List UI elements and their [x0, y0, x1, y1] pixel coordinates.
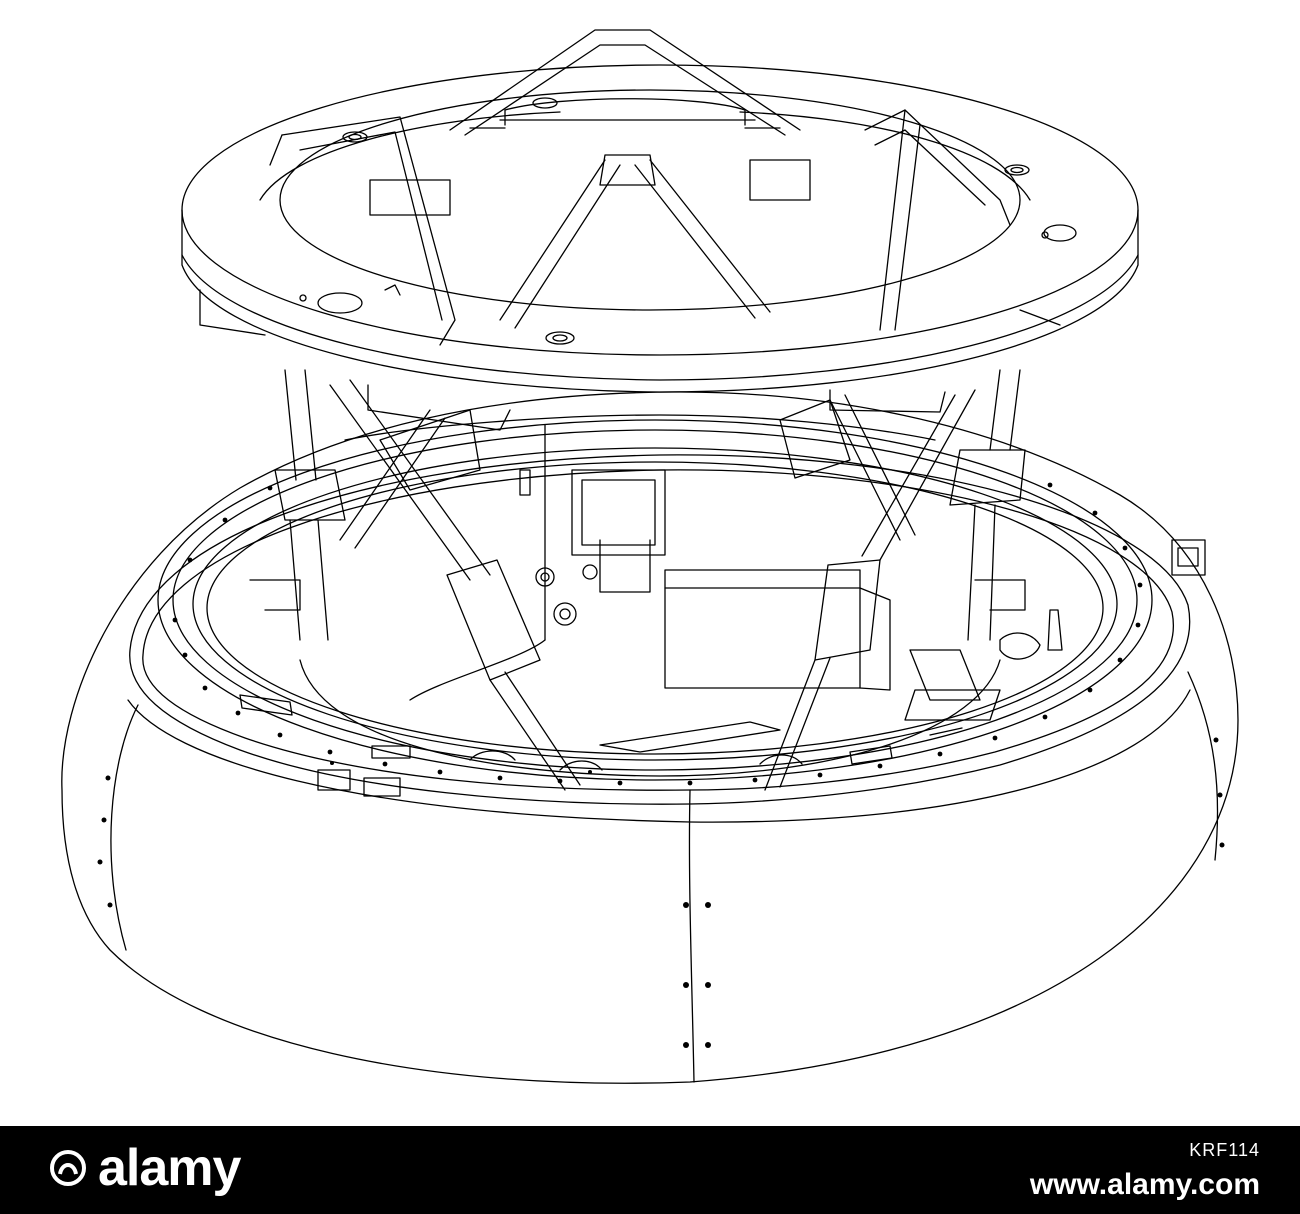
guide-petals [269, 29, 1011, 346]
docking-ring [157, 419, 1153, 781]
alamy-logo-mark-icon [50, 1150, 86, 1186]
platform-fittings [299, 131, 1077, 345]
inner-well [299, 659, 1001, 777]
brand-logo: alamy [48, 1139, 241, 1197]
ring-latch-pads [239, 539, 1206, 797]
upper-platform [181, 64, 1139, 431]
base-rim-inner-lip [142, 469, 1174, 791]
domain-label: www.alamy.com [1029, 1168, 1260, 1201]
base-fasteners [97, 737, 1225, 1048]
actuator-struts [249, 369, 1026, 791]
interior-bulkhead [344, 414, 1063, 721]
inner-floor-step [599, 721, 781, 753]
base-rim-outer [129, 454, 1191, 805]
toroidal-base [61, 391, 1239, 1084]
ring-bolt-circle [172, 482, 1143, 786]
base-outer-silhouette [61, 391, 1239, 1084]
panel-seam-right [1187, 671, 1219, 861]
panel-seam-left [110, 704, 139, 951]
technical-line-drawing [61, 29, 1239, 1084]
watermark-banner: alamy KRF114 www.alamy.com [0, 1126, 1300, 1214]
image-id-label: KRF114 [1189, 1140, 1260, 1160]
watermark-info: KRF114 www.alamy.com [940, 1136, 1260, 1206]
brand-name: alamy [98, 1139, 241, 1197]
panel-seam-center [688, 789, 695, 1083]
